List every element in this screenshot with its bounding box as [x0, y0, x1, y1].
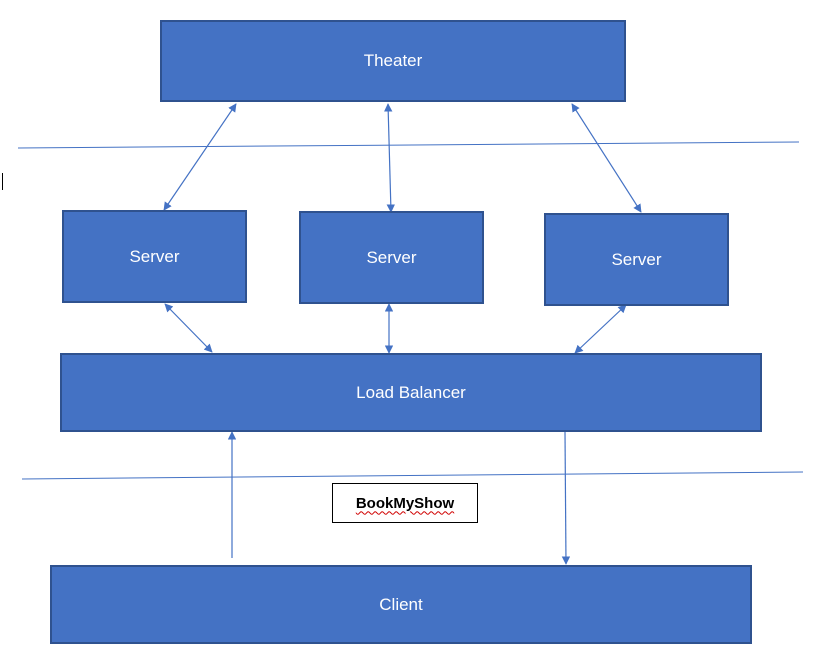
server-node-1: Server	[62, 210, 247, 303]
bookmyshow-label: BookMyShow	[355, 494, 455, 512]
connector-theater-server-2	[384, 103, 395, 213]
text-cursor-mark	[2, 173, 3, 190]
server-1-label: Server	[129, 246, 180, 266]
separator-line-top	[17, 141, 800, 149]
server-node-3: Server	[544, 213, 729, 306]
bookmyshow-label-box: BookMyShow	[332, 483, 478, 523]
client-node: Client	[50, 565, 752, 644]
theater-node: Theater	[160, 20, 626, 102]
connector-server-3-load-balancer	[574, 304, 627, 354]
server-node-2: Server	[299, 211, 484, 304]
connector-server-1-load-balancer	[164, 303, 213, 353]
theater-label: Theater	[363, 51, 423, 70]
connector-load-balancer-to-client	[561, 431, 571, 565]
client-label: Client	[379, 594, 423, 614]
connector-theater-server-3	[571, 103, 642, 213]
server-3-label: Server	[611, 249, 662, 269]
load-balancer-label: Load Balancer	[356, 382, 466, 402]
load-balancer-node: Load Balancer	[60, 353, 762, 432]
server-2-label: Server	[366, 247, 417, 267]
separator-line-bottom	[21, 471, 804, 480]
connector-theater-server-1	[163, 103, 237, 211]
